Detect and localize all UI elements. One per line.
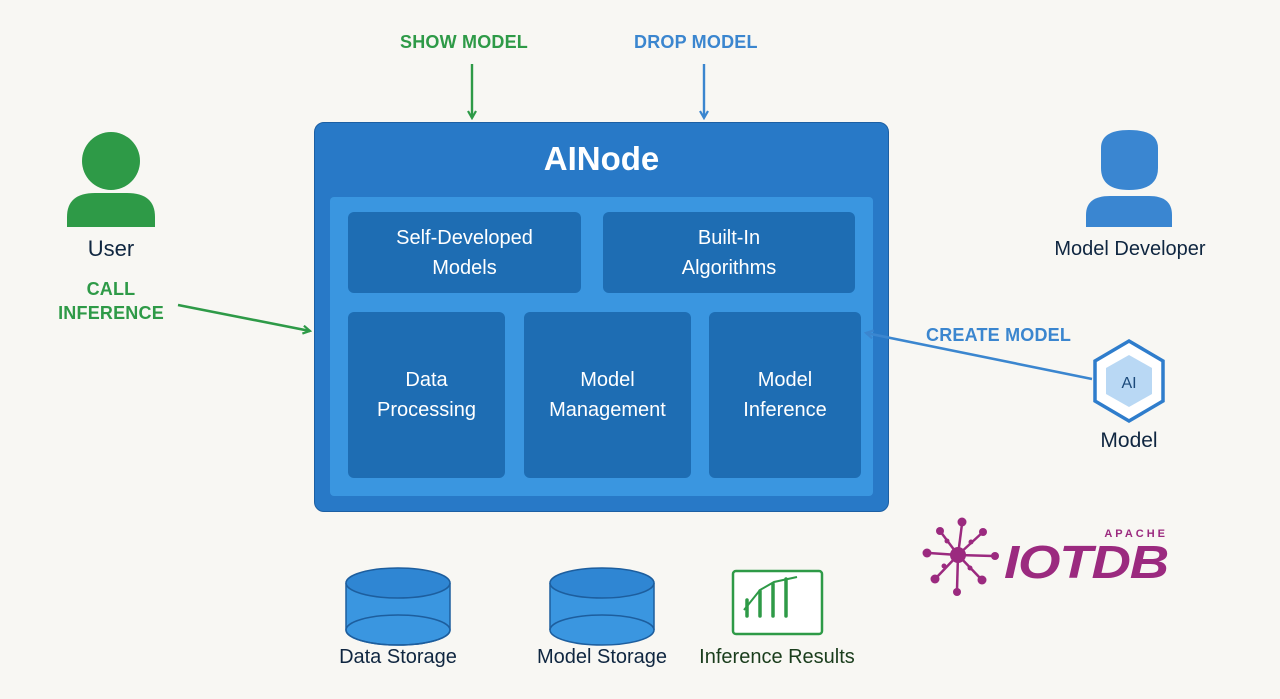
- model-storage-label: Model Storage: [536, 646, 668, 668]
- model-developer-icon: [1086, 130, 1172, 227]
- ainode-title: AINode: [543, 140, 660, 177]
- module-label-line: Management: [549, 399, 666, 421]
- module-label-line: Models: [432, 256, 497, 279]
- data-storage-label: Data Storage: [339, 646, 457, 668]
- model-badge-text: AI: [1121, 375, 1136, 392]
- iotdb-logo-mark: [922, 517, 999, 596]
- module-label-line: Data: [405, 369, 448, 391]
- call-inference-line: INFERENCE: [58, 303, 164, 323]
- module-label-line: Algorithms: [681, 256, 777, 279]
- model-developer-label: Model Developer: [1054, 238, 1206, 260]
- call-inference-line: CALL: [86, 279, 136, 299]
- call-inference-label: CALL INFERENCE: [50, 277, 172, 325]
- iotdb-logo-apache-text: APACHE: [1104, 528, 1168, 540]
- model-ai-hexagon-icon: AI: [1093, 338, 1165, 424]
- module-label-line: Self-Developed: [396, 226, 533, 249]
- show-model-label: SHOW MODEL: [400, 32, 528, 52]
- user-label: User: [87, 236, 135, 261]
- drop-model-label: DROP MODEL: [634, 32, 758, 52]
- iotdb-logo-wordmark: IOTDB: [1004, 536, 1168, 588]
- module-label-line: Built-In: [697, 226, 761, 249]
- user-icon: [67, 132, 155, 227]
- model-storage-icon: [549, 567, 655, 646]
- model-label: Model: [1100, 429, 1158, 452]
- create-model-arrow: [866, 333, 1093, 381]
- module-label-line: Processing: [377, 399, 476, 421]
- inference-results-chart-icon: [731, 569, 824, 636]
- module-label-line: Model: [580, 369, 635, 391]
- module-label-line: Model: [757, 369, 813, 391]
- data-storage-icon: [345, 567, 451, 646]
- module-label-line: Inference: [743, 399, 827, 421]
- call-inference-arrow: [177, 303, 310, 331]
- inference-results-label: Inference Results: [699, 646, 855, 668]
- create-model-label: CREATE MODEL: [926, 325, 1072, 345]
